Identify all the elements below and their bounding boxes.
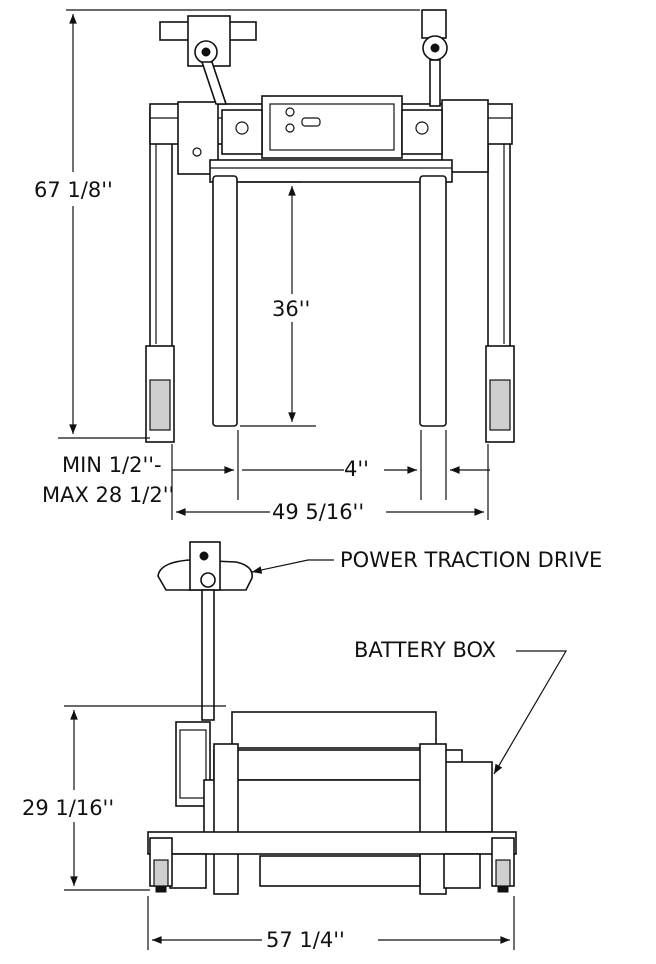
callout-power-traction-drive: POWER TRACTION DRIVE	[340, 548, 602, 572]
dim-overall-height-bottom: 29 1/16''	[22, 796, 114, 820]
center-motor-box	[261, 95, 403, 159]
right-tiller-arm	[429, 59, 441, 107]
callout-battery-box: BATTERY BOX	[354, 638, 496, 662]
dim-overall-height: 67 1/8''	[34, 178, 113, 202]
left-inner-leg	[212, 175, 238, 427]
cross-rail	[209, 159, 453, 183]
left-tiller-arm	[200, 61, 228, 105]
dim-overall-width-top: 49 5/16''	[272, 500, 364, 524]
right-handle-grip	[421, 9, 447, 39]
base-frame	[147, 831, 517, 855]
battery-box	[439, 761, 493, 833]
left-post	[213, 743, 239, 895]
dim-leg-width: 4''	[344, 457, 369, 481]
dim-max-label: MAX 28 1/2''	[42, 483, 174, 507]
fork-bed	[259, 855, 421, 887]
right-post	[419, 743, 447, 895]
dim-min-label: MIN 1/2''-	[62, 453, 162, 477]
front-view: 67 1/8'' 36'' MIN 1/2''- MAX 28 1/2'' 4'…	[30, 9, 515, 524]
right-gearbox	[401, 109, 443, 155]
tiller-shaft	[201, 589, 215, 721]
dim-leg-clearance: 36''	[272, 297, 310, 321]
right-inner-leg	[419, 175, 447, 427]
upper-body	[231, 711, 437, 749]
left-gearbox	[221, 109, 263, 155]
side-view: POWER TRACTION DRIVE BATTERY BOX 29 1/16…	[20, 541, 602, 952]
left-handle-grip	[159, 21, 191, 41]
dim-overall-width-bottom: 57 1/4''	[266, 928, 345, 952]
